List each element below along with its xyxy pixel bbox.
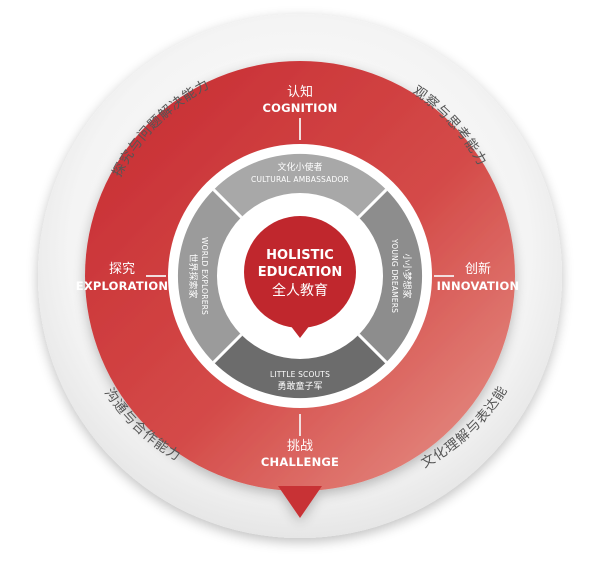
little-scouts-en: LITTLE SCOUTS (270, 370, 330, 379)
segment-world-explorers (177, 189, 242, 363)
segment-young-dreamers (358, 189, 423, 363)
challenge-en: CHALLENGE (261, 455, 339, 469)
core-education: EDUCATION (258, 265, 342, 280)
little-scouts-cn: 勇敢童子军 (277, 380, 322, 392)
cultural-ambassador-en: CULTURAL AMBASSADOR (251, 175, 349, 184)
cognition-cn: 认知 (287, 84, 313, 100)
segment-cultural-ambassador (213, 153, 387, 218)
cultural-ambassador-cn: 文化小使者 (277, 161, 322, 173)
core-circle (244, 216, 356, 338)
young-dreamers-cn: 小小梦想家 (401, 253, 413, 298)
segment-little-scouts (213, 334, 387, 399)
world-explorers-cn: 世界探索家 (187, 253, 199, 298)
red-ring-dividers (146, 118, 454, 436)
world-explorers-en: WORLD EXPLORERS (200, 237, 209, 315)
innovation-cn: 创新 (465, 261, 491, 277)
exploration-en: EXPLORATION (76, 279, 168, 293)
challenge-cn: 挑战 (287, 439, 313, 454)
innovation-en: INNOVATION (437, 279, 520, 293)
core-holistic: HOLISTIC (266, 248, 334, 263)
exploration-cn: 探究 (109, 262, 135, 277)
cognition-en: COGNITION (263, 101, 338, 115)
young-dreamers-en: YOUNG DREAMERS (390, 238, 399, 313)
core-cn-label: 全人教育 (272, 282, 328, 299)
